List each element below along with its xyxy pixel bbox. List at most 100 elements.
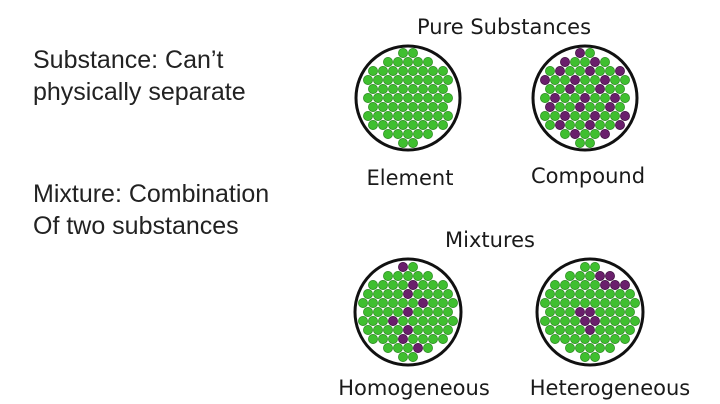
green-particle — [413, 289, 423, 299]
purple-particle — [590, 316, 600, 326]
purple-particle — [580, 93, 590, 103]
green-particle — [565, 66, 575, 76]
green-particle — [418, 84, 428, 94]
mixture-definition-line2: Of two substances — [33, 212, 239, 240]
purple-particle — [590, 111, 600, 121]
green-particle — [595, 66, 605, 76]
green-particle — [550, 298, 560, 308]
green-particle — [413, 325, 423, 335]
green-particle — [393, 111, 403, 121]
green-particle — [378, 334, 388, 344]
green-particle — [443, 93, 453, 103]
purple-particle — [403, 325, 413, 335]
green-particle — [393, 325, 403, 335]
green-particle — [625, 325, 635, 335]
green-particle — [408, 262, 418, 272]
green-particle — [398, 66, 408, 76]
green-particle — [393, 129, 403, 139]
green-particle — [373, 289, 383, 299]
purple-particle — [398, 334, 408, 344]
green-particle — [585, 84, 595, 94]
purple-particle — [585, 66, 595, 76]
green-particle — [413, 111, 423, 121]
green-particle — [423, 75, 433, 85]
green-particle — [610, 316, 620, 326]
green-particle — [580, 111, 590, 121]
green-particle — [358, 316, 368, 326]
green-particle — [403, 93, 413, 103]
green-particle — [433, 93, 443, 103]
green-particle — [393, 343, 403, 353]
green-particle — [418, 334, 428, 344]
purple-particle — [408, 280, 418, 290]
purple-particle — [388, 316, 398, 326]
green-particle — [600, 57, 610, 67]
green-particle — [595, 102, 605, 112]
purple-particle — [565, 84, 575, 94]
green-particle — [438, 334, 448, 344]
green-particle — [408, 84, 418, 94]
purple-particle — [615, 66, 625, 76]
green-particle — [378, 102, 388, 112]
green-particle — [555, 325, 565, 335]
green-particle — [580, 75, 590, 85]
green-particle — [428, 280, 438, 290]
green-particle — [585, 271, 595, 281]
purple-particle — [585, 307, 595, 317]
green-particle — [428, 102, 438, 112]
green-particle — [433, 325, 443, 335]
green-particle — [560, 75, 570, 85]
substance-definition: Substance: Can’t physically separate — [33, 44, 246, 108]
green-particle — [398, 84, 408, 94]
green-particle — [438, 84, 448, 94]
green-particle — [600, 111, 610, 121]
green-particle — [398, 280, 408, 290]
green-particle — [398, 48, 408, 58]
green-particle — [575, 120, 585, 130]
green-particle — [580, 262, 590, 272]
green-particle — [438, 120, 448, 130]
green-particle — [418, 316, 428, 326]
green-particle — [443, 111, 453, 121]
green-particle — [383, 57, 393, 67]
green-particle — [383, 93, 393, 103]
purple-particle — [600, 129, 610, 139]
green-particle — [615, 84, 625, 94]
green-particle — [398, 352, 408, 362]
green-particle — [418, 120, 428, 130]
green-particle — [580, 298, 590, 308]
green-particle — [388, 280, 398, 290]
green-particle — [595, 325, 605, 335]
green-particle — [368, 66, 378, 76]
green-particle — [423, 57, 433, 67]
green-particle — [428, 84, 438, 94]
green-particle — [373, 111, 383, 121]
purple-particle — [575, 102, 585, 112]
green-particle — [383, 129, 393, 139]
green-particle — [393, 271, 403, 281]
green-particle — [368, 334, 378, 344]
green-particle — [605, 66, 615, 76]
green-particle — [610, 111, 620, 121]
green-particle — [555, 307, 565, 317]
green-particle — [443, 325, 453, 335]
green-particle — [585, 102, 595, 112]
green-particle — [408, 102, 418, 112]
green-particle — [580, 334, 590, 344]
purple-particle — [615, 120, 625, 130]
green-particle — [575, 325, 585, 335]
green-particle — [605, 120, 615, 130]
green-particle — [403, 343, 413, 353]
green-particle — [565, 120, 575, 130]
green-particle — [383, 271, 393, 281]
mixture-definition: Mixture: Combination Of two substances — [33, 178, 269, 242]
purple-particle — [590, 57, 600, 67]
purple-particle — [595, 84, 605, 94]
compound-circle — [531, 44, 639, 152]
green-particle — [363, 325, 373, 335]
green-particle — [393, 289, 403, 299]
green-particle — [615, 102, 625, 112]
green-particle — [590, 75, 600, 85]
green-particle — [428, 334, 438, 344]
green-particle — [570, 111, 580, 121]
